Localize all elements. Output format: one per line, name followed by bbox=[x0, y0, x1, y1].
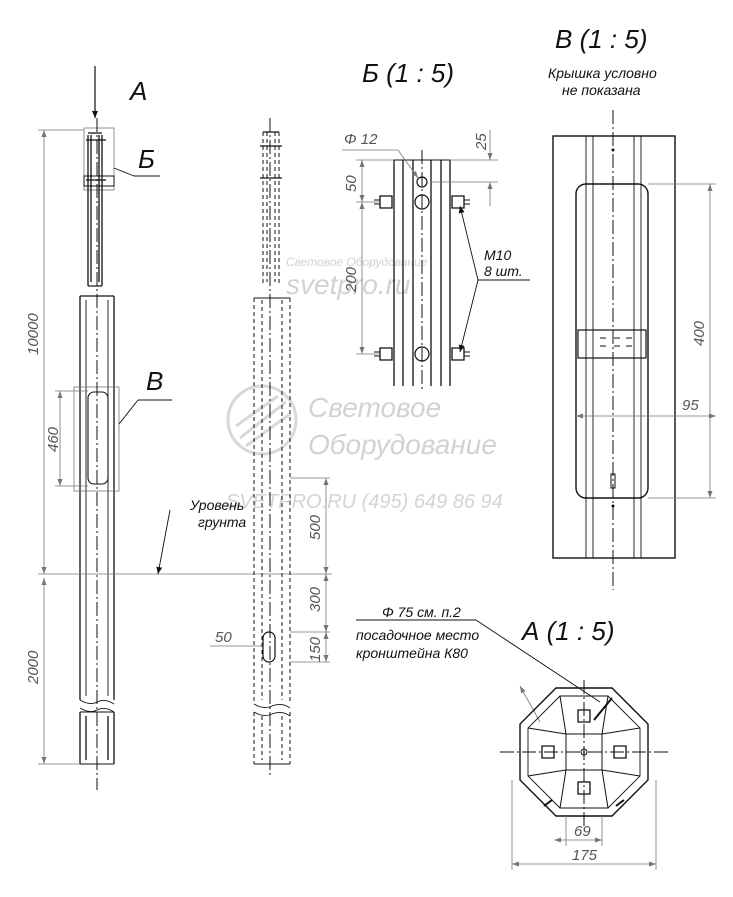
watermark-brand-1: Световое bbox=[308, 392, 441, 423]
dim-cable-bottom: 150 bbox=[307, 636, 324, 662]
callout-v-label: В bbox=[146, 366, 163, 396]
detail-v-title: В (1 : 5) bbox=[555, 24, 647, 54]
detail-v-note-2: не показана bbox=[562, 82, 641, 98]
watermark-brand-2: Оборудование bbox=[308, 429, 497, 460]
detail-v-note-1: Крышка условно bbox=[548, 65, 657, 81]
dim-cable-top: 500 bbox=[307, 514, 324, 540]
ground-label-2: грунта bbox=[198, 514, 246, 530]
dim-flange-outer: 175 bbox=[572, 847, 598, 864]
watermark-contact: SVETPRO.RU (495) 649 86 94 bbox=[226, 491, 503, 513]
watermark: Световое Оборудование Световое Оборудова… bbox=[226, 255, 503, 513]
dim-hole-spacing: 200 bbox=[343, 266, 360, 293]
dim-cable-width: 50 bbox=[215, 629, 232, 646]
ground-label-1: Уровень bbox=[189, 497, 244, 513]
dim-hatch-height: 460 bbox=[45, 426, 62, 452]
dim-hole-pitch-top: 50 bbox=[343, 175, 360, 192]
dim-hatch-len: 400 bbox=[691, 320, 708, 346]
detail-a-title: А (1 : 5) bbox=[520, 616, 614, 646]
detail-b-title: Б (1 : 5) bbox=[362, 58, 454, 88]
callout-b-label: Б bbox=[138, 144, 155, 174]
bracket-dia-label: Φ 75 см. п.2 bbox=[382, 604, 461, 620]
bolt-count-label: 8 шт. bbox=[484, 263, 523, 279]
dim-total-height: 10000 bbox=[25, 313, 42, 355]
detail-a-view: А (1 : 5) Φ 75 см. п.2 посадочное место … bbox=[356, 604, 668, 870]
bracket-line-3: кронштейна К80 bbox=[356, 645, 468, 661]
view-a-label: А bbox=[128, 76, 147, 106]
bracket-line-2: посадочное место bbox=[356, 627, 479, 643]
watermark-site: svetpro.ru bbox=[286, 269, 411, 300]
detail-v-view: В (1 : 5) Крышка условно не показана 400… bbox=[548, 24, 716, 590]
pole-side-view: 500 300 150 50 bbox=[210, 118, 330, 778]
bolt-size-label: M10 bbox=[484, 247, 511, 263]
dim-hatch-w: 95 bbox=[682, 397, 699, 414]
ground-level: Уровень грунта bbox=[38, 497, 332, 575]
dim-top-offset: 25 bbox=[473, 133, 490, 151]
watermark-small: Световое Оборудование bbox=[286, 255, 428, 269]
dim-cable-len: 300 bbox=[307, 586, 324, 612]
dim-embed-depth: 2000 bbox=[25, 650, 42, 685]
detail-b-view: Б (1 : 5) Φ 12 25 50 200 M10 8 шт. bbox=[342, 58, 530, 392]
pole-front-view: А Б В 10000 460 bbox=[25, 66, 172, 790]
dim-flange-inner: 69 bbox=[574, 823, 591, 840]
dim-hole-dia: Φ 12 bbox=[344, 131, 378, 148]
